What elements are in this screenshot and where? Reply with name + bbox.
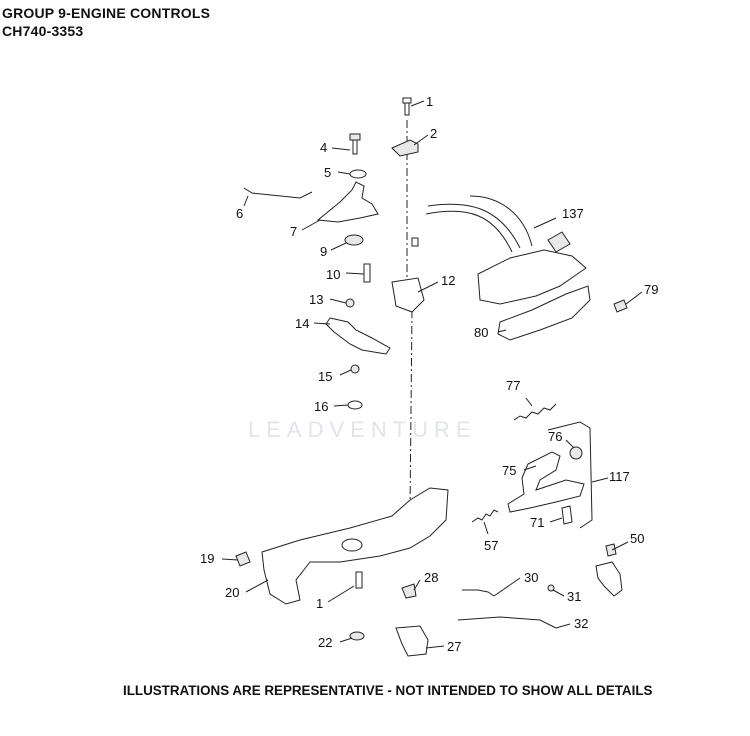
- part-137-cable-b: [425, 210, 513, 253]
- part-137-cable-c: [469, 195, 533, 247]
- callout-16[interactable]: 16: [314, 399, 328, 414]
- part-50-bracket[interactable]: [595, 561, 623, 597]
- callout-5[interactable]: 5: [324, 165, 331, 180]
- callout-12[interactable]: 12: [441, 273, 455, 288]
- callout-32[interactable]: 32: [574, 616, 588, 631]
- part-22-washer[interactable]: [349, 631, 365, 641]
- part-137-control-assembly[interactable]: [477, 249, 587, 305]
- callout-14[interactable]: 14: [295, 316, 309, 331]
- leader-lines: [221, 100, 643, 649]
- part-79-bolt[interactable]: [613, 299, 628, 313]
- part-12-screw[interactable]: [411, 237, 419, 247]
- part-19-bolt[interactable]: [235, 551, 251, 567]
- callout-76[interactable]: 76: [548, 429, 562, 444]
- part-7-lever[interactable]: [316, 181, 379, 223]
- part-31-nut[interactable]: [547, 584, 555, 592]
- part-137-cable-a: [427, 203, 521, 249]
- callout-2[interactable]: 2: [430, 126, 437, 141]
- callout-1-lower[interactable]: 1: [316, 596, 323, 611]
- part-76-bushing[interactable]: [569, 446, 583, 460]
- callout-4[interactable]: 4: [320, 140, 327, 155]
- watermark: LEADVENTURE: [248, 417, 477, 442]
- part-77-spring[interactable]: [513, 403, 557, 421]
- callout-77[interactable]: 77: [506, 378, 520, 393]
- callout-57[interactable]: 57: [484, 538, 498, 553]
- callout-1[interactable]: 1: [426, 94, 433, 109]
- part-6-link-rod[interactable]: [243, 187, 313, 199]
- callout-22[interactable]: 22: [318, 635, 332, 650]
- part-117-bracket-line: [547, 421, 593, 529]
- part-27-bracket[interactable]: [395, 625, 429, 657]
- part-75-lever[interactable]: [507, 451, 585, 513]
- callout-6[interactable]: 6: [236, 206, 243, 221]
- callout-13[interactable]: 13: [309, 292, 323, 307]
- callout-137[interactable]: 137: [562, 206, 584, 221]
- callout-20[interactable]: 20: [225, 585, 239, 600]
- callout-27[interactable]: 27: [447, 639, 461, 654]
- part-30-spring[interactable]: [462, 589, 495, 597]
- callout-9[interactable]: 9: [320, 244, 327, 259]
- part-57-spring[interactable]: [471, 509, 499, 523]
- center-axis-lower: [409, 309, 413, 511]
- callout-75[interactable]: 75: [502, 463, 516, 478]
- callout-80[interactable]: 80: [474, 325, 488, 340]
- callout-71[interactable]: 71: [530, 515, 544, 530]
- part-1-lower-screw[interactable]: [355, 571, 363, 589]
- callout-31[interactable]: 31: [567, 589, 581, 604]
- part-12-plate[interactable]: [391, 277, 425, 313]
- callout-10[interactable]: 10: [326, 267, 340, 282]
- callout-50[interactable]: 50: [630, 531, 644, 546]
- part-15-nut[interactable]: [350, 364, 360, 374]
- callout-19[interactable]: 19: [200, 551, 214, 566]
- callout-28[interactable]: 28: [424, 570, 438, 585]
- callout-7[interactable]: 7: [290, 224, 297, 239]
- part-10-pin[interactable]: [363, 263, 371, 283]
- part-50-screw[interactable]: [605, 543, 617, 557]
- part-80-bracket[interactable]: [497, 285, 591, 341]
- part-16-washer[interactable]: [347, 400, 363, 410]
- callout-79[interactable]: 79: [644, 282, 658, 297]
- disclaimer-footer: ILLUSTRATIONS ARE REPRESENTATIVE - NOT I…: [123, 683, 653, 698]
- page-title: GROUP 9-ENGINE CONTROLS: [2, 5, 211, 21]
- callout-117[interactable]: 117: [609, 469, 630, 484]
- callout-30[interactable]: 30: [524, 570, 538, 585]
- model-number: CH740-3353: [2, 23, 84, 39]
- part-32-rod[interactable]: [457, 616, 557, 629]
- part-5-washer[interactable]: [349, 169, 367, 179]
- part-9-washer[interactable]: [344, 234, 364, 246]
- part-4-bolt[interactable]: [349, 133, 361, 155]
- part-20-cutout: [341, 538, 363, 552]
- callout-15[interactable]: 15: [318, 369, 332, 384]
- part-14-lever-bracket[interactable]: [325, 317, 391, 355]
- part-71-pin[interactable]: [561, 505, 573, 525]
- part-1-screw[interactable]: [402, 97, 412, 116]
- part-13-nut[interactable]: [345, 298, 355, 308]
- part-28-clip[interactable]: [401, 583, 417, 599]
- part-137-knob: [547, 231, 571, 253]
- part-2-clip[interactable]: [391, 139, 419, 157]
